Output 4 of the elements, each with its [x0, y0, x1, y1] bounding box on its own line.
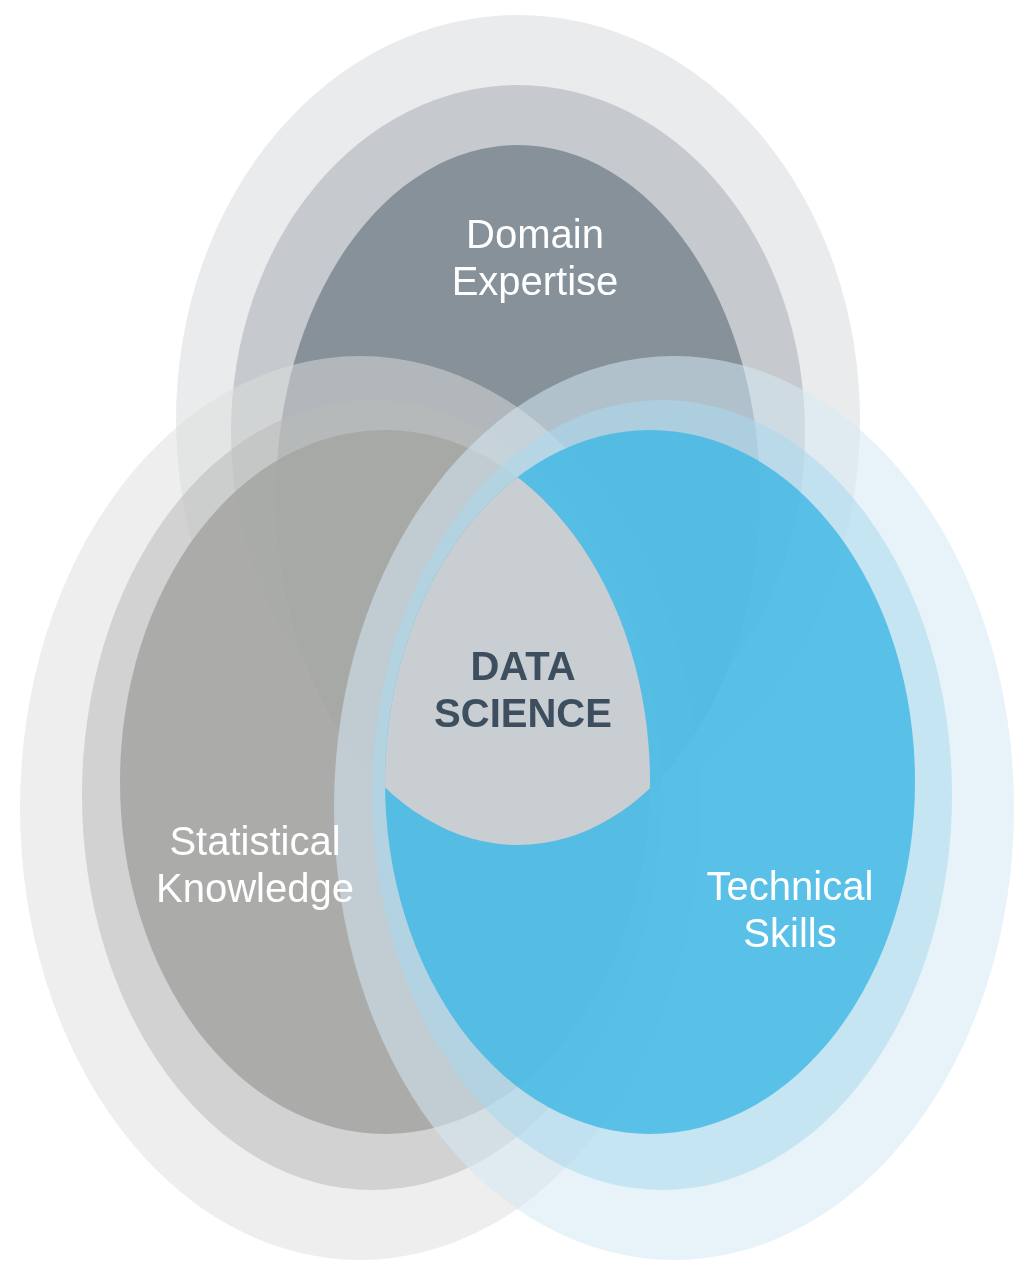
set-label: Statistical Knowledge — [135, 817, 375, 913]
center-label: DATA SCIENCE — [413, 642, 633, 738]
set-label: Technical Skills — [670, 862, 910, 958]
set-label: Domain Expertise — [415, 210, 655, 306]
